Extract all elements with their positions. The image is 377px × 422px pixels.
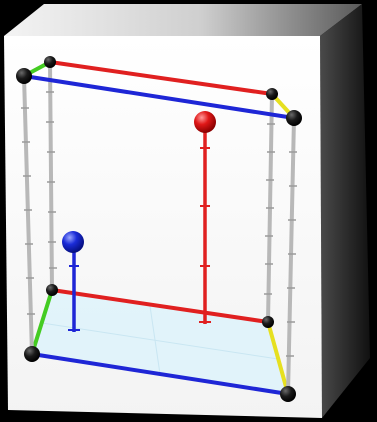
box-top-face xyxy=(4,4,362,36)
corner-ball-front-bottom-right xyxy=(280,386,296,402)
marker-blue-ball xyxy=(62,231,84,253)
corner-balls xyxy=(16,56,302,402)
corner-ball-back-bottom-left xyxy=(46,284,58,296)
front-posts xyxy=(22,74,296,396)
edge-bottom-right-yellow xyxy=(266,321,290,395)
marker-blue xyxy=(62,231,84,332)
edge-back-top-red xyxy=(49,60,273,96)
post-back-left xyxy=(48,60,54,292)
corner-ball-front-bottom-left xyxy=(24,346,40,362)
marker-red-ball xyxy=(194,111,216,133)
post-ticks xyxy=(21,91,297,357)
edge-front-bottom-blue xyxy=(31,352,289,396)
marker-red xyxy=(194,111,216,324)
box-side-face xyxy=(320,4,370,418)
corner-ball-front-top-left xyxy=(16,68,32,84)
corner-ball-back-top-right xyxy=(266,88,278,100)
post-front-left xyxy=(22,74,34,356)
post-front-right xyxy=(286,116,296,396)
corner-ball-back-bottom-right xyxy=(262,316,274,328)
floor-grid xyxy=(41,305,279,375)
edge-back-bottom-red xyxy=(51,288,269,324)
corner-ball-back-top-left xyxy=(44,56,56,68)
edge-bottom-left-green xyxy=(30,289,54,355)
corner-ball-front-top-right xyxy=(286,110,302,126)
edge-front-top-blue xyxy=(23,74,295,120)
